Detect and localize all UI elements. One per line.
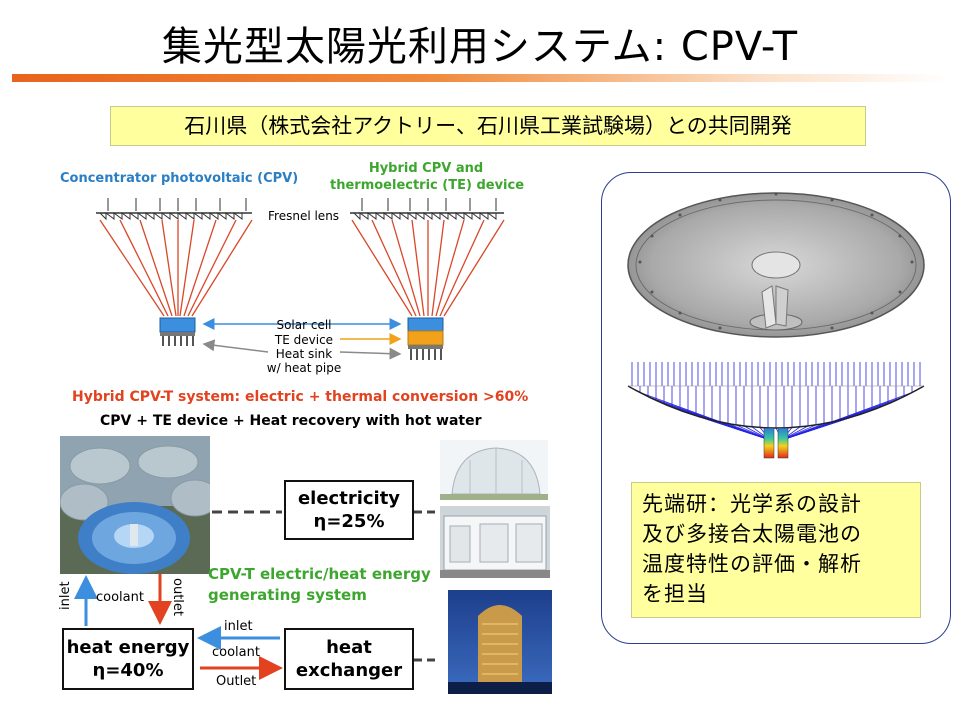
heat-energy-efficiency: η=40% bbox=[92, 660, 164, 681]
greenhouse-photo bbox=[440, 440, 548, 500]
heat-exchanger-box: heat exchanger bbox=[284, 628, 414, 690]
responsibility-note: 先端研：光学系の設計 及び多接合太陽電池の 温度特性の評価・解析 を担当 bbox=[631, 482, 921, 618]
note-line4: を担当 bbox=[642, 582, 708, 606]
system-label-line2: generating system bbox=[208, 586, 367, 604]
note-line2: 及び多接合太陽電池の bbox=[642, 522, 862, 546]
cpv-title: Concentrator photovoltaic (CPV) bbox=[60, 171, 299, 186]
title-underline bbox=[12, 74, 948, 82]
solar-cell-label: Solar cell bbox=[276, 318, 332, 332]
cpv-te-hot-water-label: CPV + TE device + Heat recovery with hot… bbox=[100, 413, 482, 429]
heat-sink-pointer-left bbox=[202, 339, 269, 353]
storage-container-photo bbox=[440, 506, 550, 578]
te-device-label: TE device bbox=[274, 333, 334, 347]
note-line3: 温度特性の評価・解析 bbox=[642, 552, 862, 576]
focused-rays-left bbox=[99, 219, 253, 317]
system-label: CPV-T electric/heat energy generating sy… bbox=[208, 564, 431, 606]
outlet-horizontal-label: Outlet bbox=[216, 674, 257, 689]
hybrid-system-label: Hybrid CPV-T system: electric + thermal … bbox=[72, 389, 529, 405]
parabolic-dish-render bbox=[627, 192, 925, 338]
hotel-building-photo bbox=[448, 590, 552, 694]
fresnel-lens-label: Fresnel lens bbox=[268, 209, 340, 223]
coolant-vertical-label: coolant bbox=[96, 590, 144, 605]
fresnel-lens-left bbox=[96, 212, 252, 221]
hybrid-title: Hybrid CPV and thermoelectric (TE) devic… bbox=[330, 160, 525, 194]
heat-exchanger-line2: exchanger bbox=[295, 660, 403, 681]
collaboration-banner: 石川県（株式会社アクトリー、石川県工業試験場）との共同開発 bbox=[110, 106, 866, 146]
incoming-light-arrows bbox=[107, 198, 497, 211]
ray-trace-simulation bbox=[627, 362, 925, 459]
page-title: 集光型太陽光利用システム: CPV-T bbox=[161, 24, 799, 70]
heat-pipe-label: w/ heat pipe bbox=[266, 361, 342, 375]
hybrid-title-line1: Hybrid CPV and bbox=[368, 161, 484, 176]
heat-energy-box: heat energy η=40% bbox=[62, 628, 194, 690]
heat-sink-right bbox=[408, 345, 443, 360]
heat-sink-left bbox=[160, 332, 195, 346]
electricity-efficiency: η=25% bbox=[313, 511, 385, 532]
note-line1: 先端研：光学系の設計 bbox=[642, 492, 862, 516]
heat-exchanger-line1: heat bbox=[326, 637, 372, 658]
focused-rays-right bbox=[351, 219, 505, 317]
fresnel-lens-right bbox=[350, 212, 504, 221]
heat-sink-label: Heat sink bbox=[275, 347, 333, 361]
hybrid-title-line2: thermoelectric (TE) device bbox=[330, 178, 525, 193]
heat-energy-label: heat energy bbox=[66, 637, 190, 658]
electricity-label: electricity bbox=[297, 488, 401, 509]
heat-sink-pointer-right bbox=[339, 347, 402, 360]
system-label-line1: CPV-T electric/heat energy bbox=[208, 565, 431, 583]
electricity-box: electricity η=25% bbox=[284, 480, 414, 540]
concentrator-array-photo bbox=[60, 436, 210, 574]
inlet-horizontal-label: inlet bbox=[224, 619, 253, 634]
coolant-horizontal-label: coolant bbox=[212, 645, 260, 660]
